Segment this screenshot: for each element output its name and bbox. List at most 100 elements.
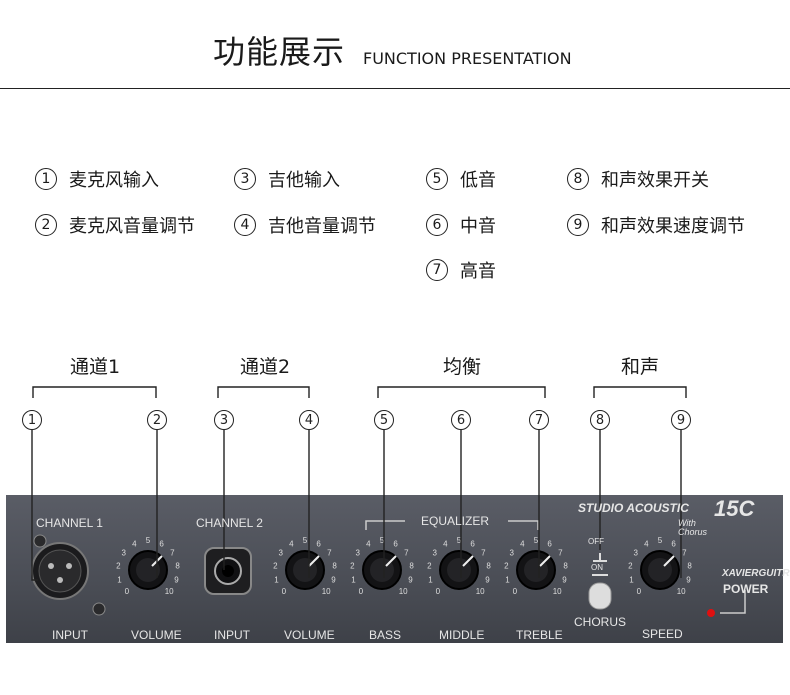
bracket-equalizer [377, 386, 546, 398]
group-label-equalizer: 均衡 [442, 356, 482, 378]
knob-scale-tick: 5 [457, 536, 462, 545]
page-title: 功能展示 [213, 33, 346, 71]
knob-scale-tick: 5 [146, 536, 151, 545]
knob-scale-tick: 7 [404, 548, 409, 557]
legend-text: 麦克风输入 [69, 170, 159, 191]
channel1-label: CHANNEL 1 [36, 516, 103, 530]
legend-number: 3 [234, 168, 256, 190]
knob-scale-tick: 4 [443, 539, 448, 548]
legend-text: 中音 [460, 216, 496, 237]
knob-scale-tick: 4 [366, 539, 371, 548]
brand-text: STUDIO ACOUSTIC [578, 501, 689, 515]
knob-scale-tick: 6 [393, 539, 398, 548]
legend-text: 吉他音量调节 [268, 216, 376, 237]
knob-scale-tick: 0 [125, 587, 130, 596]
legend-number: 2 [35, 214, 57, 236]
knob-scale-tick: 4 [132, 539, 137, 548]
knob-scale-tick: 10 [553, 587, 562, 596]
maker-text: XAVIERGUITRF [722, 568, 790, 579]
knob-scale-tick: 8 [687, 561, 692, 570]
legend-text: 和声效果开关 [601, 170, 709, 191]
knob-scale-tick: 4 [289, 539, 294, 548]
input1-label: INPUT [52, 628, 88, 642]
knob-scale-tick: 9 [174, 575, 179, 584]
legend-text: 麦克风音量调节 [69, 216, 195, 237]
group-label-channel1: 通道1 [69, 356, 121, 378]
input2-label: INPUT [214, 628, 250, 642]
knob-scale-tick: 8 [332, 561, 337, 570]
bracket-channel1 [32, 386, 157, 398]
middle-label: MIDDLE [439, 628, 485, 642]
knob-scale-tick: 10 [677, 587, 686, 596]
knob-scale-tick: 9 [686, 575, 691, 584]
knob-scale-tick: 6 [159, 539, 164, 548]
legend-item-2: 2 麦克风音量调节 [35, 212, 195, 238]
legend-text: 低音 [460, 170, 496, 191]
knob-scale-tick: 9 [408, 575, 413, 584]
knob-scale-tick: 3 [432, 548, 437, 557]
power-label: POWER [723, 582, 769, 596]
volume2-label: VOLUME [284, 628, 335, 642]
legend-number: 6 [426, 214, 448, 236]
knob-scale-tick: 7 [327, 548, 332, 557]
knob-scale-tick: 3 [355, 548, 360, 557]
knob-scale-tick: 10 [476, 587, 485, 596]
with-chorus-text: With Chorus [678, 518, 708, 537]
knob-scale-tick: 10 [399, 587, 408, 596]
header-divider [0, 88, 790, 89]
knob-scale-tick: 8 [486, 561, 491, 570]
legend-item-1: 1 麦克风输入 [35, 166, 159, 192]
knob-scale-tick: 0 [637, 587, 642, 596]
knob-scale-tick: 7 [558, 548, 563, 557]
legend-number: 4 [234, 214, 256, 236]
knob-scale-tick: 2 [504, 561, 509, 570]
knob-scale-tick: 1 [428, 575, 433, 584]
legend-item-8: 8 和声效果开关 [567, 166, 709, 192]
legend-text: 吉他输入 [268, 170, 340, 191]
knob-scale-tick: 1 [351, 575, 356, 584]
legend-number: 9 [567, 214, 589, 236]
knob-scale-tick: 0 [282, 587, 287, 596]
power-led [707, 609, 715, 617]
switch-off-label: OFF [588, 537, 604, 546]
knob-scale-tick: 9 [562, 575, 567, 584]
equalizer-label: EQUALIZER [421, 514, 490, 528]
knob-scale-tick: 2 [116, 561, 121, 570]
knob-scale-tick: 8 [175, 561, 180, 570]
marker-1: 1 [22, 410, 42, 430]
knob-scale-tick: 8 [409, 561, 414, 570]
page-subtitle: FUNCTION PRESENTATION [363, 49, 572, 68]
legend-number: 1 [35, 168, 57, 190]
marker-2: 2 [147, 410, 167, 430]
knob-scale-tick: 1 [117, 575, 122, 584]
legend-number: 8 [567, 168, 589, 190]
knob-scale-tick: 3 [509, 548, 514, 557]
knob-scale-tick: 1 [505, 575, 510, 584]
knob-scale-tick: 7 [481, 548, 486, 557]
bass-label: BASS [369, 628, 402, 642]
knob-scale-tick: 0 [513, 587, 518, 596]
bracket-chorus [593, 386, 687, 398]
knob-scale-tick: 3 [121, 548, 126, 557]
knob-scale-tick: 6 [316, 539, 321, 548]
legend-item-4: 4 吉他音量调节 [234, 212, 376, 238]
knob-scale-tick: 5 [534, 536, 539, 545]
chorus-switch [588, 582, 612, 610]
legend-text: 和声效果速度调节 [601, 216, 745, 237]
treble-label: TREBLE [516, 628, 563, 642]
knob-scale-tick: 6 [547, 539, 552, 548]
knob-scale-tick: 7 [682, 548, 687, 557]
marker-9: 9 [671, 410, 691, 430]
knob-scale-tick: 4 [644, 539, 649, 548]
volume1-label: VOLUME [131, 628, 182, 642]
knob-scale-tick: 10 [322, 587, 331, 596]
